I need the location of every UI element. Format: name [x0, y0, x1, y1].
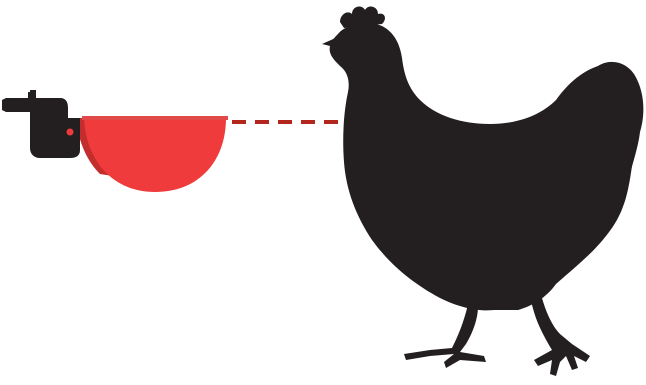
valve-housing	[2, 92, 80, 158]
hen-leg-right	[530, 298, 590, 376]
hen-leg-left	[404, 304, 486, 368]
hen-beak	[322, 36, 340, 48]
cup-bowl	[84, 118, 226, 192]
valve-stub	[30, 90, 36, 100]
water-cup-icon	[2, 90, 228, 192]
hen-tail	[598, 61, 644, 191]
hen-comb	[340, 6, 385, 28]
cup-rim	[82, 116, 228, 120]
hen-wattle	[340, 48, 356, 68]
valve-indicator-dot	[66, 128, 74, 136]
hen-silhouette-icon	[322, 6, 644, 376]
hen-body	[329, 23, 640, 311]
